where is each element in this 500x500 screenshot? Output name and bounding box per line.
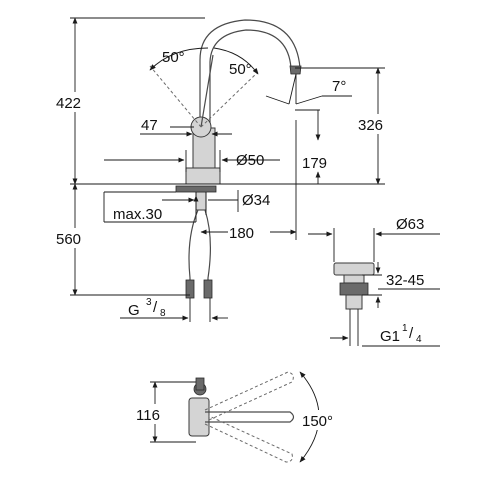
dim-422-label: 422 bbox=[56, 95, 81, 112]
dim-max-thickness: max.30 bbox=[103, 191, 199, 223]
mounting-shank bbox=[195, 191, 207, 211]
waste-cap bbox=[333, 262, 375, 276]
dim-180-label: 180 bbox=[229, 225, 254, 242]
dim-top-height: 116 bbox=[134, 381, 196, 443]
top-spout-ghost-upper bbox=[204, 371, 294, 421]
dim-150deg-label: 150° bbox=[302, 413, 333, 430]
dim-max30-label: max.30 bbox=[113, 206, 162, 223]
top-body bbox=[188, 397, 210, 437]
dim-lever-angles: 50° 50° bbox=[149, 47, 259, 128]
waste-body-top bbox=[343, 274, 365, 284]
dim-hole-diameter: Ø34 bbox=[162, 190, 270, 215]
dim-base-diameter: Ø50 bbox=[104, 150, 280, 172]
dim-50deg-left-label: 50° bbox=[162, 49, 185, 66]
dim-3245-label: 32-45 bbox=[386, 272, 424, 289]
dim-50deg-right-label: 50° bbox=[229, 61, 252, 78]
dim-47-label: 47 bbox=[141, 117, 158, 134]
dim-g38-main: G bbox=[128, 302, 140, 319]
dim-d63-label: Ø63 bbox=[396, 216, 424, 233]
dim-swivel-angle: 150° bbox=[296, 371, 348, 463]
hose-left bbox=[188, 209, 199, 294]
dim-g38-den: 8 bbox=[160, 308, 166, 319]
dim-waste-range: 32-45 bbox=[362, 262, 440, 308]
dim-waste-diameter: Ø63 bbox=[308, 216, 440, 262]
hose-right bbox=[204, 209, 211, 294]
faucet-base bbox=[185, 167, 221, 185]
top-lever-stem bbox=[195, 377, 205, 391]
dim-d34-label: Ø34 bbox=[242, 192, 270, 209]
dim-hose-length: 560 bbox=[55, 183, 190, 296]
lever-handle bbox=[200, 54, 214, 128]
dim-g38-slash: / bbox=[153, 299, 158, 316]
dim-hose-thread: G 3 / 8 bbox=[120, 297, 228, 322]
dim-g114-slash: / bbox=[409, 325, 414, 342]
dim-g114-num: 1 bbox=[402, 323, 408, 334]
dim-waste-thread: G1 1 / 4 bbox=[330, 323, 440, 347]
dim-lever-offset: 47 bbox=[140, 117, 232, 137]
dim-outlet-height: 179 bbox=[295, 109, 327, 184]
faucet-side-view bbox=[70, 19, 385, 299]
dim-g114-den: 4 bbox=[416, 334, 422, 345]
spout-inner-outline bbox=[209, 29, 292, 128]
dim-116-label: 116 bbox=[136, 407, 160, 424]
spout-outline bbox=[199, 19, 301, 128]
waste-thread bbox=[345, 294, 363, 310]
mounting-plate bbox=[175, 185, 217, 193]
dim-326-label: 326 bbox=[358, 117, 383, 134]
spout-outlet bbox=[289, 65, 302, 75]
top-spout bbox=[205, 411, 295, 423]
dim-560-label: 560 bbox=[56, 231, 81, 248]
dim-spout-height: 326 bbox=[295, 67, 396, 185]
hose-fitting-right bbox=[203, 279, 213, 299]
dim-d50-label: Ø50 bbox=[236, 152, 264, 169]
faucet-top-view bbox=[188, 371, 295, 463]
waste-nut bbox=[339, 282, 369, 296]
waste-valve bbox=[333, 262, 375, 346]
dim-g38-num: 3 bbox=[146, 297, 152, 308]
dim-total-height: 422 bbox=[55, 17, 205, 185]
dim-spout-angle: 7° bbox=[265, 73, 352, 105]
dim-179-label: 179 bbox=[302, 155, 327, 172]
dim-7deg-label: 7° bbox=[332, 78, 346, 95]
dim-g114-main: G1 bbox=[380, 328, 400, 345]
top-spout-ghost-lower bbox=[204, 415, 293, 463]
dim-spout-reach: 180 bbox=[200, 120, 297, 242]
